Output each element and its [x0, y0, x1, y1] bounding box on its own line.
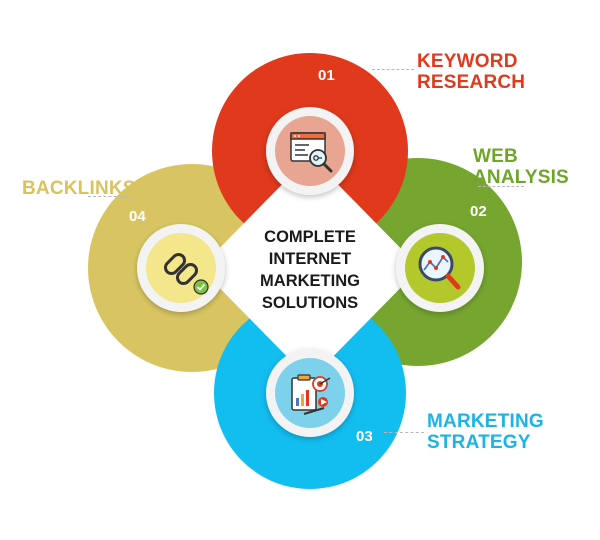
web-analysis-icon [418, 246, 461, 290]
segment-03-label: MARKETING STRATEGY [427, 411, 544, 453]
segment-01-number: 01 [318, 67, 335, 84]
segment-03-number: 03 [356, 428, 373, 445]
connector-03 [384, 432, 424, 433]
keyword-research-icon [290, 132, 333, 173]
segment-04-label-line-1: BACKLINKS [22, 178, 136, 199]
segment-03-label-line-1: MARKETING [427, 411, 544, 432]
segment-02-label-line-1: WEB [473, 146, 518, 167]
segment-04-number: 04 [129, 208, 146, 225]
segment-04-label: BACKLINKS [22, 178, 136, 199]
segment-02-label-line-2: ANALYSIS [473, 167, 569, 188]
connector-04 [88, 196, 132, 197]
segment-02-label: WEB ANALYSIS [473, 146, 569, 188]
connector-01 [372, 69, 414, 70]
segment-02-number: 02 [470, 203, 487, 220]
marketing-strategy-icon [291, 374, 331, 415]
center-title-line-2: INTERNET [269, 250, 352, 268]
center-title-line-3: MARKETING [260, 272, 360, 290]
backlinks-icon [163, 252, 209, 295]
segment-01-label-line-1: KEYWORD [417, 51, 518, 72]
center-diamond [200, 156, 420, 380]
center-title-line-4: SOLUTIONS [262, 294, 358, 312]
segment-01-label: KEYWORD RESEARCH [417, 51, 525, 93]
center-title-line-1: COMPLETE [264, 228, 356, 246]
connector-02 [478, 186, 524, 187]
segment-03-label-line-2: STRATEGY [427, 432, 531, 453]
segment-01-label-line-2: RESEARCH [417, 72, 526, 93]
